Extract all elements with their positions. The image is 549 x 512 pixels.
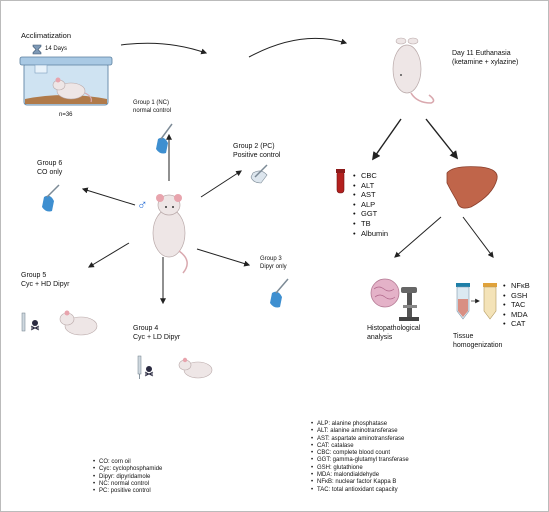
tissue-markers-list: NFκBGSHTACMDACAT [503,281,530,329]
toxic-hazard-icon-group4 [144,366,154,377]
group3-name: Group 3 [260,256,282,262]
abbreviation-item: NFκB: nuclear factor Kappa B [311,479,409,486]
tissue-marker-item: TAC [503,300,530,310]
group4-name: Group 4 [133,325,159,332]
group5-desc: Cyc + HD Dipyr [21,281,70,288]
blood-tests-list: CBCALTASTALPGGTTBAlbumin [353,171,388,238]
blood-test-item: ALT [353,181,388,191]
tissue-line2: homogenization [453,342,503,349]
arrow-to-liver [425,118,459,160]
group5-label: Group 5 Cyc + HD Dipyr [21,271,69,289]
arrow-to-histology [394,216,442,258]
abbreviations-left-list: CO: corn oilCyc: cyclophosphamideDipyr: … [93,459,162,495]
hourglass-icon [32,44,42,55]
arrow-groups-to-euthanasia [248,37,348,58]
gavage-hand-icon-group3 [270,278,289,308]
arrow-to-group2 [200,170,243,198]
abbreviation-item: ALP: alanine phosphatase [311,421,409,428]
abbreviation-item: CBC: complete blood count [311,450,409,457]
liver-icon [446,166,498,209]
histo-line1: Histopathological [367,325,421,332]
blood-test-item: Albumin [353,229,388,239]
blood-tube-icon [336,169,345,194]
abbreviation-item: CAT: catalase [311,443,409,450]
arrow-to-group5 [87,242,130,268]
arrow-to-homogenization [462,216,494,258]
gavage-hand-icon-group6 [42,184,60,212]
abbreviation-item: GSH: glutathione [311,465,409,472]
tissue-marker-item: GSH [503,291,530,301]
acclimatization-duration: 14 Days [45,46,68,52]
blood-test-item: CBC [353,171,388,181]
group6-desc: CO only [37,169,63,176]
histo-line2: analysis [367,334,393,341]
group5-name: Group 5 [21,272,47,279]
abbreviation-item: MDA: malondialdehyde [311,472,409,479]
abbreviation-item: TAC: total antioxidant capacity [311,487,409,494]
abbreviation-item: Dipyr: dipyridamole [93,474,162,481]
blood-test-item: ALP [353,200,388,210]
group2-desc: Positive control [233,152,281,159]
tissue-marker-item: NFκB [503,281,530,291]
rat-icon-group5 [59,310,98,336]
homogenization-tube-icon [456,283,470,320]
microscope-icon [399,287,419,321]
arrow-to-group3 [196,248,251,267]
abbreviation-item: Cyc: cyclophosphamide [93,466,162,473]
euthanasia-title: Day 11 Euthanasia [452,50,511,57]
abbreviation-item: PC: positive control [93,488,162,495]
sample-size: n=36 [59,112,73,118]
blood-test-item: AST [353,190,388,200]
group4-desc: Cyc + LD Dipyr [133,334,181,341]
group3-label: Group 3 Dipyr only [260,255,287,271]
tissue-line1: Tissue [453,333,474,340]
group6-label: Group 6 CO only [37,159,62,177]
tissue-marker-item: MDA [503,310,530,320]
euthanasia-agents: (ketamine + xylazine) [452,59,519,66]
abbreviation-item: CO: corn oil [93,459,162,466]
supernatant-tube-icon [483,283,497,320]
group3-desc: Dipyr only [260,264,287,270]
histology-tissue-icon [370,278,400,308]
gavage-hand-icon-group2 [250,164,268,184]
acclimatization-title: Acclimatization [21,31,72,40]
male-symbol-icon: ♂ [137,196,148,212]
central-rat-icon [152,194,188,274]
toxic-hazard-icon-group5 [30,320,40,331]
group1-desc: normal control [133,108,172,114]
blood-test-item: TB [353,219,388,229]
group2-label: Group 2 (PC) Positive control [233,142,280,160]
rat-icon-group4 [178,357,213,379]
abbreviation-item: AST: aspartate aminotransferase [311,436,409,443]
cage-rat-icon [52,77,92,103]
group6-name: Group 6 [37,160,63,167]
tissue-marker-item: CAT [503,319,530,329]
group1-name: Group 1 (NC) [133,100,170,106]
group1-label: Group 1 (NC) normal control [133,99,171,115]
gavage-hand-icon-group1 [156,123,173,154]
histopathology-label: Histopathological analysis [367,324,420,342]
abbreviations-right-list: ALP: alanine phosphataseALT: alanine ami… [311,421,409,494]
tissue-homogenization-label: Tissue homogenization [453,332,502,350]
group4-label: Group 4 Cyc + LD Dipyr [133,324,180,342]
group2-name: Group 2 (PC) [233,143,275,150]
injection-syringe-icon-group5 [21,312,26,332]
blood-test-item: GGT [353,209,388,219]
euthanasia-rat-icon [392,37,435,104]
abbreviation-item: NC: normal control [93,481,162,488]
arrow-to-blood-tests [372,118,402,161]
injection-syringe-icon-group4 [137,355,142,379]
abbreviation-item: ALT: alanine aminotransferase [311,428,409,435]
abbreviation-item: GGT: gamma-glutamyl transferase [311,457,409,464]
arrow-acclimatization-to-groups [120,42,208,55]
arrow-to-group6 [81,187,136,206]
